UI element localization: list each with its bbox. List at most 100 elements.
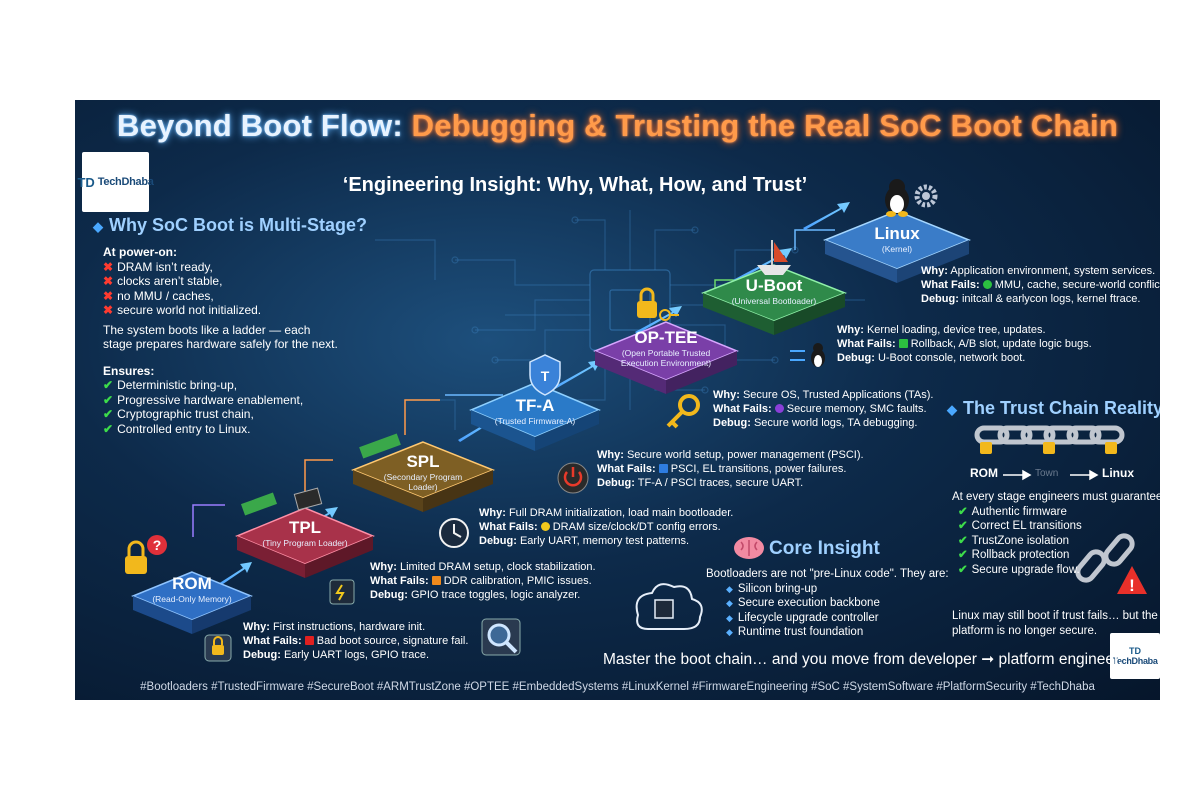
diamond-bullet-icon: ◆ <box>726 583 733 594</box>
cloud-chip-icon <box>635 583 703 630</box>
check-icon: ✔ <box>103 378 114 392</box>
lock-icon <box>125 540 147 574</box>
core-item: ◆Lifecycle upgrade controller <box>726 611 879 624</box>
penguin-small-icon <box>811 343 825 367</box>
stage-platform-rom <box>131 571 253 634</box>
chain-icon <box>974 425 1125 445</box>
title-part-1: Beyond Boot Flow: <box>117 108 403 143</box>
why-multistage-heading: ◆Why SoC Boot is Multi-Stage? <box>93 215 367 235</box>
techdhaba-logo-top: TD TechDhaba <box>77 152 154 212</box>
stage-label-spl: SPL (Secondary Program Loader) <box>383 452 463 492</box>
fails-marker <box>304 636 314 645</box>
problem-item: ✖clocks aren’t stable, <box>103 274 223 288</box>
chip-small-icon <box>329 579 355 605</box>
shield-icon: T <box>529 354 561 396</box>
ladder-text-1: The system boots like a ladder — each <box>103 322 311 337</box>
padlock-icon <box>637 287 679 321</box>
cpu-chip-icon <box>293 487 323 511</box>
trust-linux-label: Linux <box>1102 466 1134 480</box>
cross-icon: ✖ <box>103 259 114 274</box>
diamond-bullet-icon: ◆ <box>726 612 733 623</box>
fails-marker <box>898 339 908 348</box>
clock-icon <box>439 518 469 548</box>
stage-platform-spl <box>350 441 496 512</box>
core-insight-heading: Core Insight <box>769 538 880 559</box>
stage-platform-tfa <box>469 382 601 451</box>
broken-chain-icon <box>1075 533 1135 583</box>
ensure-item: ✔Deterministic bring-up, <box>103 378 238 392</box>
ensure-item: ✔Cryptographic trust chain, <box>103 407 254 421</box>
boot-chain-diagram: ? T ! <box>125 179 1147 662</box>
trust-rom-label: ROM <box>970 466 998 480</box>
warning-icon: ! <box>1117 566 1147 595</box>
ladder-text-2: stage prepares hardware safely for the n… <box>103 337 338 351</box>
stage-info-linux: Why: Application environment, system ser… <box>921 265 1160 305</box>
stage-label-rom: ROM (Read-Only Memory) <box>152 574 232 604</box>
diamond-bullet-icon: ◆ <box>726 598 733 608</box>
infographic-poster: ? T ! Beyond Boot Flo <box>75 100 1160 700</box>
power-on-label: At power-on: <box>103 245 177 259</box>
brain-icon <box>734 537 764 559</box>
check-icon: ✔ <box>958 563 968 576</box>
cross-icon: ✖ <box>103 303 114 317</box>
fails-marker <box>774 404 784 413</box>
stage-info-tpl: Why: Limited DRAM setup, clock stabiliza… <box>370 561 596 601</box>
svg-text:?: ? <box>153 537 162 553</box>
check-icon: ✔ <box>958 505 968 518</box>
stage-platform-tpl <box>235 507 375 578</box>
problem-item: ✖no MMU / caches, <box>103 288 214 303</box>
stage-platform-linux <box>822 210 972 283</box>
trust-arrows <box>1003 469 1099 481</box>
core-item: ◆Silicon bring-up <box>726 582 818 595</box>
trust-chain-body: At every stage engineers must guarantee:… <box>952 490 1160 577</box>
fails-marker <box>982 280 992 289</box>
check-icon: ✔ <box>958 534 968 547</box>
diamond-icon: ◆ <box>947 402 957 417</box>
techdhaba-logo-bottom: TD TechDhaba <box>1110 633 1160 679</box>
trust-item: ✔Correct EL transitions <box>958 520 1082 532</box>
cross-icon: ✖ <box>103 288 114 303</box>
check-icon: ✔ <box>958 520 968 532</box>
cross-icon: ✖ <box>103 274 114 288</box>
trust-chain-heading: ◆The Trust Chain Reality <box>947 398 1160 418</box>
trust-item: ✔TrustZone isolation <box>958 534 1070 547</box>
ship-icon <box>757 240 791 275</box>
penguin-icon <box>885 179 909 217</box>
svg-text:!: ! <box>1129 576 1135 595</box>
core-insight-body: Bootloaders are not "pre-Linux code". Th… <box>706 568 949 638</box>
fails-marker <box>431 576 441 585</box>
trust-item: ✔Rollback protection <box>958 549 1070 561</box>
ensure-item: ✔Progressive hardware enablement, <box>103 392 304 407</box>
power-icon <box>557 462 589 494</box>
question-icon: ? <box>147 535 167 555</box>
why-multistage-body: At power-on: ✖DRAM isn’t ready, ✖clocks … <box>103 245 338 436</box>
stage-info-spl: Why: Full DRAM initialization, load main… <box>479 507 734 547</box>
stage-label-uboot: U-Boot (Universal Bootloader) <box>731 276 817 306</box>
core-item: ◆Runtime trust foundation <box>726 626 864 638</box>
ram-chip-icon <box>240 433 401 516</box>
stage-platform-optee <box>593 321 739 394</box>
trust-item: ✔Secure upgrade flow. <box>958 563 1080 576</box>
diamond-bullet-icon: ◆ <box>726 627 733 637</box>
gear-icon <box>914 184 938 208</box>
stage-info-optee: Why: Secure OS, Trusted Applications (TA… <box>713 389 934 429</box>
trust-item: ✔Authentic firmware <box>958 505 1067 518</box>
check-icon: ✔ <box>103 421 114 436</box>
core-item: ◆Secure execution backbone <box>726 597 880 609</box>
svg-text:T: T <box>541 368 550 384</box>
master-line: Master the boot chain… and you move from… <box>603 651 1123 668</box>
magnifier-icon <box>481 618 521 656</box>
ensure-item: ✔Controlled entry to Linux. <box>103 421 251 436</box>
chain-padlock-icons <box>980 442 1117 454</box>
logo-text-small: TechDhaba <box>1112 656 1158 666</box>
stage-label-tfa: TF-A (Trusted Firmware-A) <box>494 396 576 426</box>
stage-label-optee: OP-TEE (Open Portable Trusted Execution … <box>620 328 712 368</box>
diamond-icon: ◆ <box>93 219 103 234</box>
stage-label-tpl: TPL (Tiny Program Loader) <box>262 518 348 548</box>
check-icon: ✔ <box>103 407 114 421</box>
page-title: Beyond Boot Flow: Debugging & Trusting t… <box>75 108 1160 144</box>
trust-mid-label: Town <box>1035 468 1059 479</box>
hashtags: #Bootloaders #TrustedFirmware #SecureBoo… <box>140 681 1095 693</box>
subtitle: ‘Engineering Insight: Why, What, How, an… <box>342 174 808 196</box>
stage-platform-uboot <box>700 264 848 335</box>
